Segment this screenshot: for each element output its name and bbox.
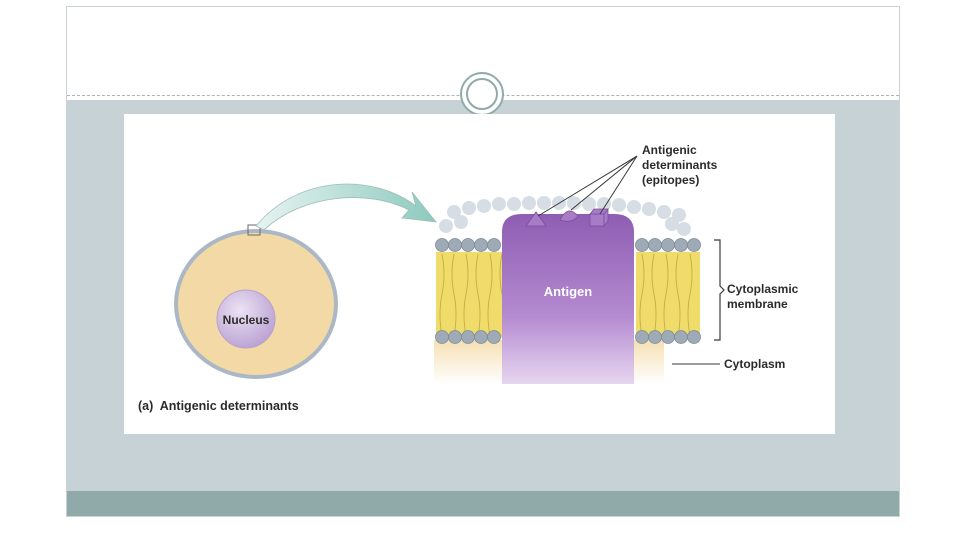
membrane-label-line2: membrane [727, 297, 788, 311]
epitope-label-line1: Antigenic [642, 143, 697, 157]
lipid-heads-outer [435, 238, 701, 252]
epitopes [525, 207, 609, 228]
antigen-diagram: Nucleus [138, 143, 799, 413]
epitope-pointer-lines [537, 155, 638, 217]
antigen [502, 214, 634, 384]
epitope-label-line2: determinants [642, 158, 718, 172]
zoom-arrow-icon [255, 183, 437, 231]
figure-caption: (a) Antigenic determinants [138, 399, 299, 413]
epitope-label-line3: (epitopes) [642, 173, 699, 187]
outer-surface-layer [439, 196, 691, 236]
membrane-label-line1: Cytoplasmic [727, 282, 799, 296]
membrane-bracket [714, 239, 725, 341]
membrane-zoom-box [247, 224, 261, 236]
antigen-label: Antigen [544, 284, 592, 299]
cytoplasm-label: Cytoplasm [724, 357, 785, 371]
nucleus [216, 289, 276, 349]
nucleus-label: Nucleus [223, 313, 270, 327]
slide-bottom-bar [67, 491, 899, 516]
figure-panel: Nucleus [124, 114, 835, 434]
circle-ornament-icon [460, 72, 504, 116]
lipid-heads-inner [435, 330, 701, 344]
